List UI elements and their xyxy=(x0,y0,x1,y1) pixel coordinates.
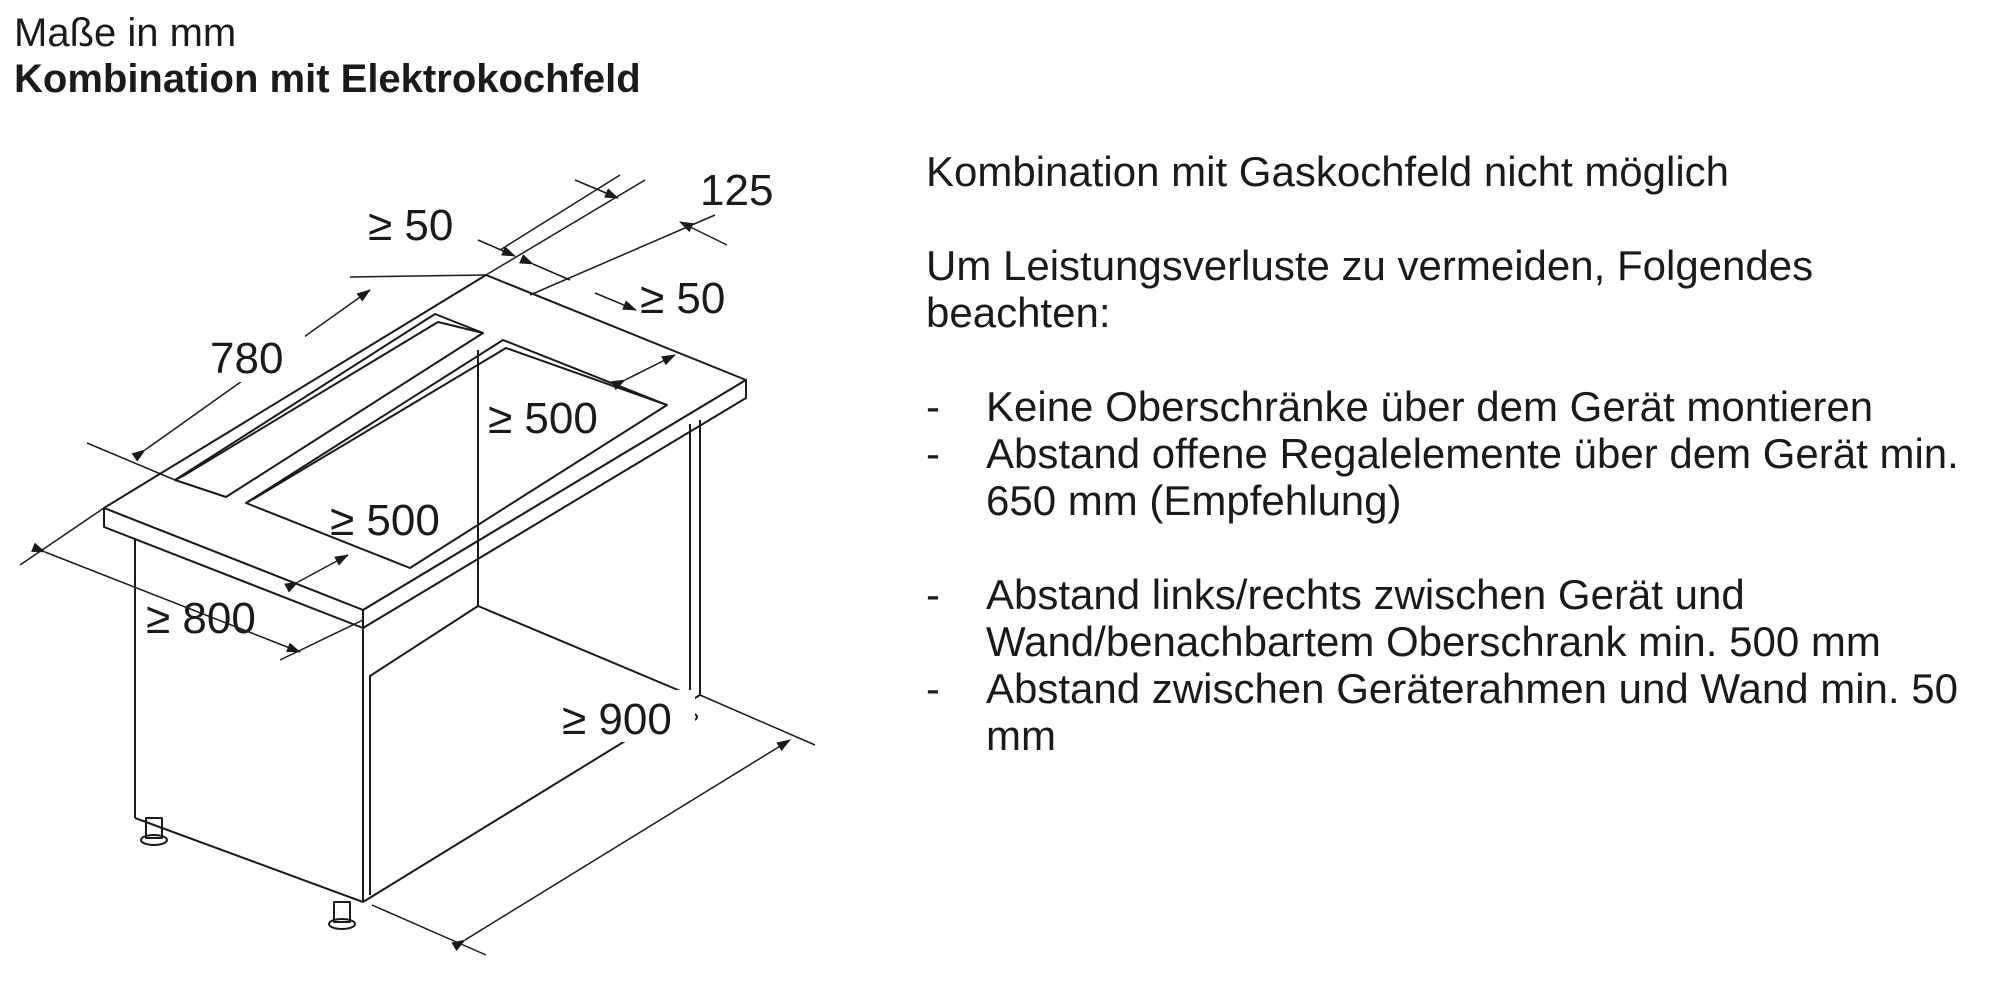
note-item: Abstand zwischen Geräterahmen und Wand m… xyxy=(926,665,1986,759)
dim-top-125-arrow xyxy=(574,179,619,199)
notes-list-upper-cabinets: Keine Oberschränke über dem Gerät montie… xyxy=(926,383,1986,524)
dim-cabinet-depth-arrow xyxy=(31,542,301,653)
dim-top-125-arrow-2 xyxy=(679,221,728,246)
note-item: Keine Oberschränke über dem Gerät montie… xyxy=(926,383,1986,430)
gas-hob-note: Kombination mit Gaskochfeld nicht möglic… xyxy=(926,148,1730,195)
note-item: Abstand links/rechts zwischen Gerät und … xyxy=(926,571,1986,665)
dim-rear-gap-arrow-2 xyxy=(519,254,571,281)
notes-list-clearances: Abstand links/rechts zwischen Gerät und … xyxy=(926,571,1986,759)
installation-notes: Kombination mit Gaskochfeld nicht möglic… xyxy=(926,148,1986,759)
label-side-gap: ≥ 50 xyxy=(640,274,725,323)
dim-rear-gap-arrow xyxy=(477,239,516,257)
label-side-clearance: ≥ 500 xyxy=(488,394,598,443)
cabinet xyxy=(103,274,747,930)
dim-cabinet-width-arrow xyxy=(451,739,791,952)
hob-cutout-inner xyxy=(245,347,668,504)
cabinet-bottom-front xyxy=(134,817,364,903)
dimension-labels: 125 ≥ 50 ≥ 50 780 ≥ 500 ≥ 500 ≥ 800 ≥ 90… xyxy=(146,166,773,744)
note-item: Abstand offene Regalelemente über dem Ge… xyxy=(926,430,1986,524)
countertop-side-edge xyxy=(362,379,747,629)
unit-note: Maße in mm xyxy=(14,11,237,55)
header: Maße in mm Kombination mit Elektrokochfe… xyxy=(14,10,641,102)
dim-front-clearance-arrow xyxy=(284,554,349,593)
label-width: 780 xyxy=(210,334,283,383)
label-depth-top: 125 xyxy=(700,166,773,215)
dimension-lines xyxy=(19,174,816,956)
cabinet-inner-panel xyxy=(369,605,691,895)
dim-side-clearance-arrow xyxy=(611,354,676,391)
label-front-clearance: ≥ 500 xyxy=(330,496,440,545)
label-cabinet-depth: ≥ 800 xyxy=(146,594,256,643)
label-cabinet-width: ≥ 900 xyxy=(562,695,672,744)
label-rear-gap: ≥ 50 xyxy=(368,201,453,250)
page-subtitle: Kombination mit Elektrokochfeld xyxy=(14,57,641,101)
notes-intro: Um Leistungsverluste zu vermeiden, Folge… xyxy=(926,242,1814,336)
dim-side-gap-arrow xyxy=(594,292,637,311)
